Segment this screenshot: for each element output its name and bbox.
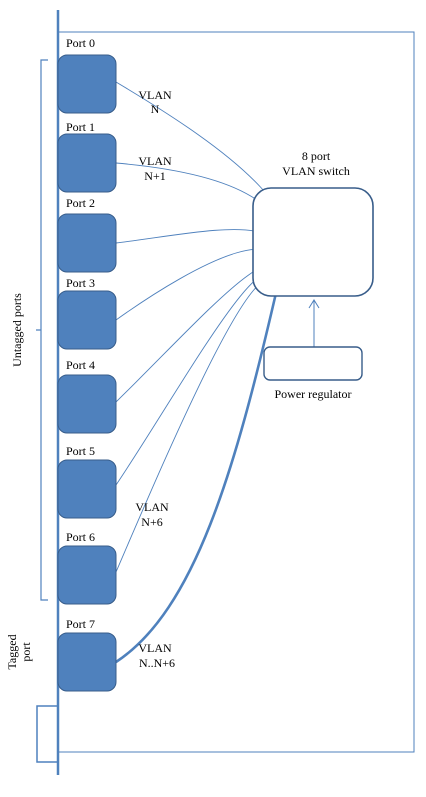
port-1-label: Port 1: [66, 120, 95, 134]
port-0-label: Port 0: [66, 36, 95, 50]
port-4-box: [57, 374, 117, 434]
enclosure-outline: [58, 31, 415, 753]
vlan-line-port5: [115, 273, 277, 486]
vlan-label-port1-line1: VLAN: [138, 154, 172, 168]
port-5-box: [57, 459, 117, 519]
power-regulator-label: Power regulator: [275, 387, 352, 401]
vlan-label-port0-line1: VLAN: [138, 88, 172, 102]
port-6-label: Port 6: [66, 530, 95, 544]
port-3-label: Port 3: [66, 276, 95, 290]
power-regulator-box: [263, 346, 363, 381]
port-5-label: Port 5: [66, 444, 95, 458]
vlan-trunk-line-port7: [115, 292, 278, 664]
switch-label-line2: VLAN switch: [282, 164, 350, 178]
vlan-line-port6: [115, 279, 277, 573]
port-7-box: [57, 632, 117, 692]
port-4-label: Port 4: [66, 358, 95, 372]
vlan-label-port7-line2: N..N+6: [139, 656, 175, 670]
vlan-label-port6-line2: N+6: [141, 515, 162, 529]
port-1-box: [57, 133, 117, 193]
tagged-port-label-line2: port: [19, 642, 33, 662]
switch-label-line1: 8 port: [302, 149, 331, 163]
vlan-label-port7-line1: VLAN: [138, 641, 172, 655]
tagged-port-label-line1: Tagged: [5, 634, 19, 669]
port-7-label: Port 7: [66, 617, 95, 631]
port-0-box: [57, 54, 117, 114]
power-arrow-head: [308, 299, 320, 309]
vlan-label-port6-line1: VLAN: [135, 500, 169, 514]
port-3-box: [57, 290, 117, 350]
vlan-switch-box: [252, 187, 374, 297]
untagged-ports-bracket: [36, 59, 48, 601]
vlan-label-port0-line2: N: [151, 102, 160, 116]
port-6-box: [57, 545, 117, 605]
port-2-label: Port 2: [66, 196, 95, 210]
port-2-box: [57, 213, 117, 273]
mount-bracket: [36, 705, 58, 763]
vlan-label-port1-line2: N+1: [144, 169, 165, 183]
port-boxes: [57, 54, 117, 692]
untagged-ports-label: Untagged ports: [10, 293, 24, 367]
